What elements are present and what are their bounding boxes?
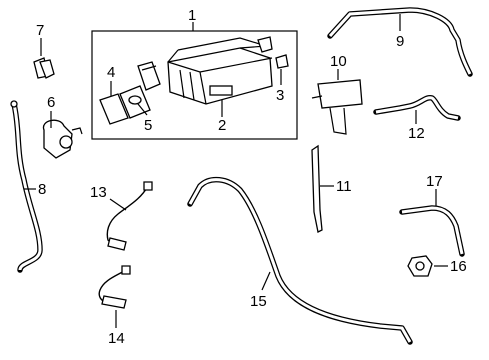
callout-12-group: 12 xyxy=(408,110,425,142)
hose-12 xyxy=(373,94,461,121)
callout-10: 10 xyxy=(330,53,347,70)
hose-8 xyxy=(10,100,43,273)
cap-pair xyxy=(33,57,55,79)
callout-16: 16 xyxy=(450,258,467,275)
callout-12: 12 xyxy=(408,125,425,142)
callout-2: 2 xyxy=(218,117,226,134)
callout-3: 3 xyxy=(276,87,284,104)
callout-13: 13 xyxy=(90,184,107,201)
canister xyxy=(167,37,273,105)
callout-11: 11 xyxy=(336,178,352,195)
callout-8: 8 xyxy=(38,181,46,198)
callout-7-group: 7 xyxy=(36,22,44,56)
bumper-parts xyxy=(257,36,289,69)
callout-17-group: 17 xyxy=(426,173,443,206)
callout-6-group: 6 xyxy=(47,94,55,128)
callout-5-group: 5 xyxy=(137,103,152,134)
purge-valve xyxy=(311,79,363,135)
sensor-13 xyxy=(106,181,153,251)
callout-11-group: 11 xyxy=(320,178,352,195)
callout-2-group: 2 xyxy=(218,100,226,134)
callout-15-group: 15 xyxy=(250,271,271,310)
callout-17: 17 xyxy=(426,173,443,190)
callout-10-group: 10 xyxy=(330,53,347,80)
vent-valve xyxy=(42,119,83,159)
callout-16-group: 16 xyxy=(434,258,467,275)
callout-9-group: 9 xyxy=(396,14,404,50)
bracket-11 xyxy=(311,144,323,233)
fitting-16 xyxy=(407,255,433,277)
callout-14: 14 xyxy=(108,330,125,347)
callout-5: 5 xyxy=(144,117,152,134)
callout-6: 6 xyxy=(47,94,55,111)
callout-4: 4 xyxy=(107,64,115,81)
hose-9 xyxy=(327,7,473,77)
callout-8-group: 8 xyxy=(24,181,46,198)
assembly-box xyxy=(91,30,298,140)
callout-14-group: 14 xyxy=(108,310,125,347)
callout-7: 7 xyxy=(36,22,44,39)
callout-15: 15 xyxy=(250,293,267,310)
seal-ring xyxy=(128,95,142,105)
hose-15 xyxy=(187,176,413,345)
callout-4-group: 4 xyxy=(107,64,115,96)
sensor-14 xyxy=(98,265,131,309)
callout-1-group: 1 xyxy=(188,7,196,31)
callout-1: 1 xyxy=(188,7,196,24)
purge-bracket xyxy=(99,61,161,125)
hose-17 xyxy=(399,205,465,257)
callout-13-group: 13 xyxy=(90,184,127,211)
callout-3-group: 3 xyxy=(276,69,284,104)
callout-9: 9 xyxy=(396,33,404,50)
